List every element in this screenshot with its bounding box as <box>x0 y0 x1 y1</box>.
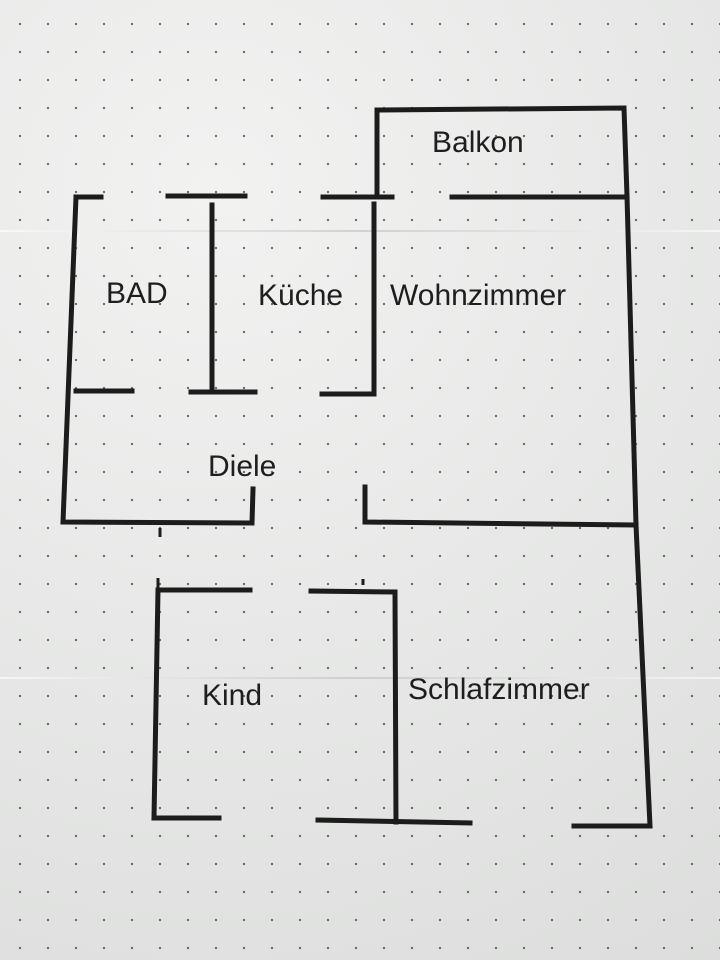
wall-kueche-wohnzimmer <box>319 201 377 397</box>
room-label-wohnzimmer: Wohnzimmer <box>390 279 567 312</box>
wall-wohnzimmer-bottom <box>362 484 639 528</box>
wall-kind-left <box>151 587 253 821</box>
wall-left-outer <box>60 194 256 526</box>
wall-schlafzimmer-bottom <box>315 817 473 826</box>
room-label-schlafzimmer: Schlafzimmer <box>408 673 590 706</box>
room-label-bad: BAD <box>106 277 168 310</box>
room-label-balkon: Balkon <box>432 126 524 159</box>
room-label-kind: Kind <box>202 679 263 712</box>
paper-fold-upper <box>0 230 720 232</box>
paper-fold-lower <box>0 677 720 679</box>
room-label-kueche: Küche <box>258 279 344 312</box>
wall-kind-schlafzimmer <box>308 588 399 825</box>
room-label-diele: Diele <box>208 450 277 483</box>
wall-right-outer <box>571 193 653 829</box>
wall-balkon-outline <box>374 105 630 199</box>
